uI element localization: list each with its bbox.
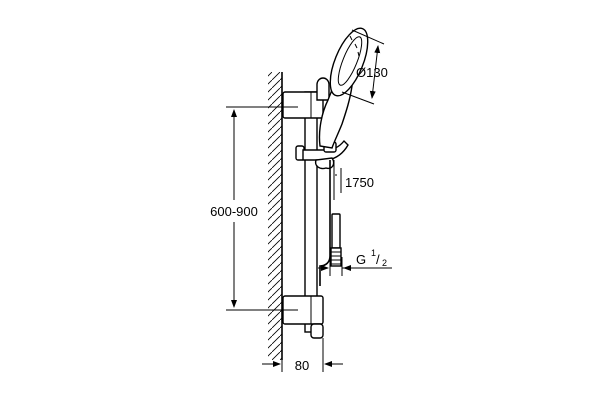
wall (268, 72, 283, 360)
handshower-holder (295, 139, 349, 170)
wall-distance-label: 80 (295, 358, 309, 373)
hose-connector (330, 213, 342, 267)
upper-wall-bracket (282, 77, 330, 119)
spray-diameter-label: Ø130 (356, 65, 388, 80)
shower-hose (319, 160, 337, 286)
connection-thread-dimension: G 1 / 2 (318, 248, 392, 276)
connection-slash: / (376, 252, 380, 267)
rail-height-dimension: 600-900 (210, 106, 298, 311)
hand-shower (318, 27, 369, 149)
connection-denominator: 2 (382, 258, 387, 268)
spray-diameter-dimension: Ø130 (341, 29, 388, 105)
connection-prefix-label: G (356, 252, 366, 267)
connection-numerator: 1 (371, 248, 376, 258)
wall-distance-dimension: 80 (262, 338, 343, 373)
hose-length-label: 1750 (345, 175, 374, 190)
rail-height-label: 600-900 (210, 204, 258, 219)
hose-length-dimension: 1750 (340, 168, 374, 193)
lower-wall-bracket (282, 295, 324, 339)
